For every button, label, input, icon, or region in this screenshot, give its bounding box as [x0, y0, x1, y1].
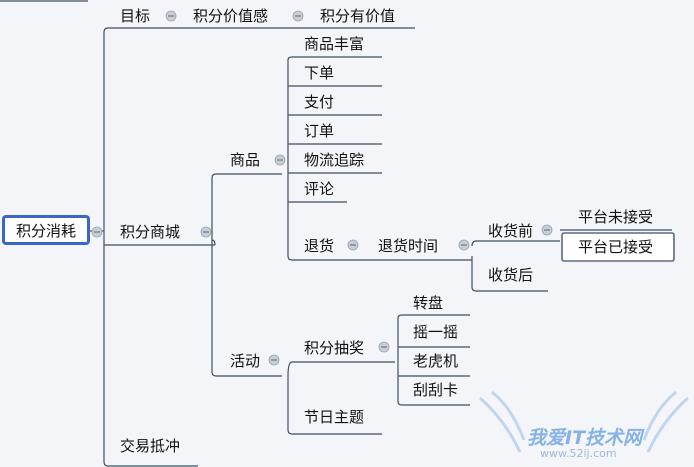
node-points-lottery[interactable]: 积分抽奖: [304, 339, 365, 357]
node-goods-item[interactable]: 商品丰富: [304, 35, 365, 53]
node-refund-time[interactable]: 退货时间: [378, 237, 439, 255]
node-lottery-item[interactable]: 老虎机: [413, 352, 459, 370]
node-goods-item[interactable]: 物流追踪: [304, 151, 365, 169]
node-goods[interactable]: 商品: [230, 151, 261, 169]
node-platform-not-accepted[interactable]: 平台未接受: [578, 208, 654, 226]
watermark-text: 我爱IT技术网: [527, 427, 643, 449]
node-goods-item[interactable]: 下单: [304, 64, 335, 82]
node-goods-item[interactable]: 支付: [304, 93, 335, 111]
node-activity[interactable]: 活动: [230, 352, 261, 370]
watermark-url: www.52ij.com: [540, 447, 617, 460]
node-points-value-sense[interactable]: 积分价值感: [193, 7, 269, 25]
node-lottery-item[interactable]: 刮刮卡: [413, 381, 459, 399]
node-trade-offset[interactable]: 交易抵冲: [120, 437, 181, 455]
node-before-receipt[interactable]: 收货前: [488, 222, 534, 240]
node-after-receipt[interactable]: 收货后: [488, 266, 534, 284]
node-points-valuable[interactable]: 积分有价值: [320, 7, 396, 25]
watermark-logo: [479, 390, 689, 453]
node-lottery-item[interactable]: 转盘: [413, 294, 444, 312]
node-goal[interactable]: 目标: [120, 7, 151, 25]
node-points-mall[interactable]: 积分商城: [120, 223, 181, 241]
node-platform-accepted[interactable]: 平台已接受: [578, 238, 654, 256]
root-node[interactable]: 积分消耗: [2, 215, 90, 245]
node-goods-item[interactable]: 评论: [304, 180, 335, 198]
node-refund[interactable]: 退货: [304, 237, 335, 255]
node-goods-item[interactable]: 订单: [304, 122, 335, 140]
node-lottery-item[interactable]: 摇一摇: [413, 323, 459, 341]
node-festival-theme[interactable]: 节日主题: [304, 408, 365, 426]
